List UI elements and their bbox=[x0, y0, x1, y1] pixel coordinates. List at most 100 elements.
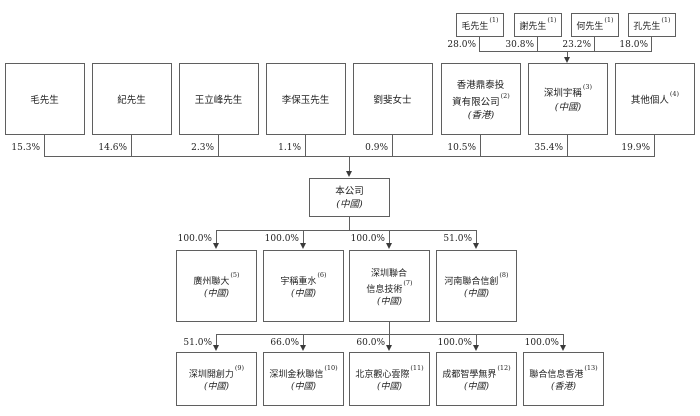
tier2-node-hk-dingtai: 香港鼎泰投 資有限公司(2) (香港) bbox=[441, 63, 521, 135]
connector-line bbox=[594, 37, 595, 51]
connector-line bbox=[537, 37, 538, 51]
percent-label: 66.0% bbox=[270, 338, 299, 348]
tier1-node-mao: 毛先生(1) bbox=[456, 13, 504, 37]
percent-label: 1.1% bbox=[278, 143, 301, 153]
percent-label: 10.5% bbox=[447, 143, 476, 153]
footnote-sup: (1) bbox=[604, 15, 614, 24]
footnote-sup: (8) bbox=[499, 271, 509, 279]
footnote-sup: (11) bbox=[410, 364, 424, 372]
node-name: 深圳開創力(9) bbox=[188, 364, 245, 380]
footnote-sup: (9) bbox=[234, 364, 245, 372]
connector-line bbox=[349, 156, 350, 171]
percent-label: 100.0% bbox=[350, 234, 385, 244]
node-country: (中國) bbox=[336, 198, 363, 210]
footnote-sup: (7) bbox=[403, 279, 413, 287]
connector-line bbox=[479, 37, 480, 51]
connector-line bbox=[389, 334, 390, 345]
connector-line bbox=[651, 37, 652, 51]
node-country: (香港) bbox=[550, 382, 577, 392]
tier3-node-yucheng-zhongshui: 宇稱重水(6) (中國) bbox=[263, 250, 344, 322]
node-country: (中國) bbox=[203, 382, 230, 392]
node-country: (中國) bbox=[463, 382, 490, 392]
percent-label: 19.9% bbox=[621, 143, 650, 153]
connector-line bbox=[303, 334, 304, 345]
node-name: 資有限公司(2) bbox=[452, 91, 510, 108]
footnote-sup: (5) bbox=[230, 271, 240, 279]
footnote-sup: (6) bbox=[317, 271, 327, 279]
arrow-down-icon bbox=[213, 345, 219, 351]
tier2-node-other-individuals: 其他個人(4) bbox=[615, 63, 695, 135]
tier2-node-li-baoyu: 李保玉先生 bbox=[266, 63, 346, 135]
tier4-node-shenzhen-jinqiu-lianxin: 深圳金秋聯信(10) (中國) bbox=[263, 352, 344, 406]
arrow-down-icon bbox=[564, 57, 570, 63]
node-name: 聯合信息香港(13) bbox=[529, 364, 598, 380]
connector-line bbox=[216, 230, 477, 231]
node-country: (中國) bbox=[376, 297, 403, 307]
arrow-down-icon bbox=[300, 243, 306, 249]
arrow-down-icon bbox=[213, 243, 219, 249]
percent-label: 14.6% bbox=[98, 143, 127, 153]
connector-line bbox=[303, 230, 304, 243]
footnote-sup: (12) bbox=[497, 364, 511, 372]
node-name: 何先生(1) bbox=[576, 15, 614, 32]
connector-line bbox=[44, 135, 45, 156]
connector-line bbox=[216, 334, 217, 345]
company-node: 本公司 (中國) bbox=[309, 178, 390, 217]
connector-line bbox=[389, 230, 390, 243]
percent-label: 35.4% bbox=[534, 143, 563, 153]
connector-line bbox=[479, 51, 652, 52]
arrow-down-icon bbox=[386, 345, 392, 351]
node-country: (中國) bbox=[203, 289, 230, 299]
node-name: 王立峰先生 bbox=[194, 95, 243, 107]
tier4-node-chengdu-zhixue-wujie: 成都智學無界(12) (中國) bbox=[436, 352, 517, 406]
footnote-sup: (4) bbox=[669, 89, 680, 98]
node-name: 其他個人(4) bbox=[630, 89, 680, 107]
node-name: 毛先生(1) bbox=[461, 15, 499, 32]
arrow-down-icon bbox=[560, 345, 566, 351]
node-name: 本公司 bbox=[335, 185, 364, 197]
node-name: 深圳宇稱(3) bbox=[543, 83, 593, 100]
connector-line bbox=[392, 135, 393, 156]
node-name: 信息技術(7) bbox=[366, 279, 413, 295]
connector-line bbox=[389, 322, 390, 334]
percent-label: 2.3% bbox=[191, 143, 214, 153]
percent-label: 100.0% bbox=[177, 234, 212, 244]
connector-line bbox=[563, 334, 564, 345]
node-country: (中國) bbox=[290, 289, 317, 299]
arrow-down-icon bbox=[300, 345, 306, 351]
footnote-sup: (10) bbox=[324, 364, 338, 372]
node-name: 深圳金秋聯信(10) bbox=[269, 364, 338, 380]
tier2-node-liu-fei: 劉斐女士 bbox=[353, 63, 433, 135]
node-name: 李保玉先生 bbox=[281, 95, 330, 107]
node-name: 紀先生 bbox=[117, 95, 146, 107]
percent-label: 30.8% bbox=[505, 40, 534, 50]
connector-line bbox=[476, 334, 477, 345]
tier2-node-shenzhen-yucheng: 深圳宇稱(3) (中國) bbox=[528, 63, 608, 135]
node-name: 香港鼎泰投 bbox=[456, 80, 505, 92]
arrow-down-icon bbox=[473, 243, 479, 249]
node-country: (中國) bbox=[554, 101, 582, 113]
tier4-node-lianhe-info-hk: 聯合信息香港(13) (香港) bbox=[523, 352, 604, 406]
tier3-node-henan-lianhe-xinchuang: 河南聯合信創(8) (中國) bbox=[436, 250, 517, 322]
node-country: (香港) bbox=[467, 109, 495, 121]
tier2-node-wang-lifeng: 王立峰先生 bbox=[179, 63, 259, 135]
percent-label: 100.0% bbox=[264, 234, 299, 244]
tier2-node-ji: 紀先生 bbox=[92, 63, 172, 135]
percent-label: 28.0% bbox=[447, 40, 476, 50]
connector-line bbox=[216, 334, 564, 335]
percent-label: 100.0% bbox=[524, 338, 559, 348]
node-name: 宇稱重水(6) bbox=[280, 271, 327, 287]
connector-line bbox=[216, 230, 217, 243]
connector-line bbox=[567, 51, 568, 57]
tier4-node-beijing-guanxin-yunji: 北京觀心雲際(11) (中國) bbox=[349, 352, 430, 406]
arrow-down-icon bbox=[346, 171, 352, 177]
connector-line bbox=[480, 135, 481, 156]
node-name: 北京觀心雲際(11) bbox=[355, 364, 424, 380]
tier1-node-xie: 謝先生(1) bbox=[514, 13, 562, 37]
connector-line bbox=[654, 135, 655, 156]
tier4-node-shenzhen-kaichuangli: 深圳開創力(9) (中國) bbox=[176, 352, 257, 406]
percent-label: 60.0% bbox=[356, 338, 385, 348]
connector-line bbox=[567, 135, 568, 156]
percent-label: 0.9% bbox=[365, 143, 388, 153]
percent-label: 18.0% bbox=[619, 40, 648, 50]
